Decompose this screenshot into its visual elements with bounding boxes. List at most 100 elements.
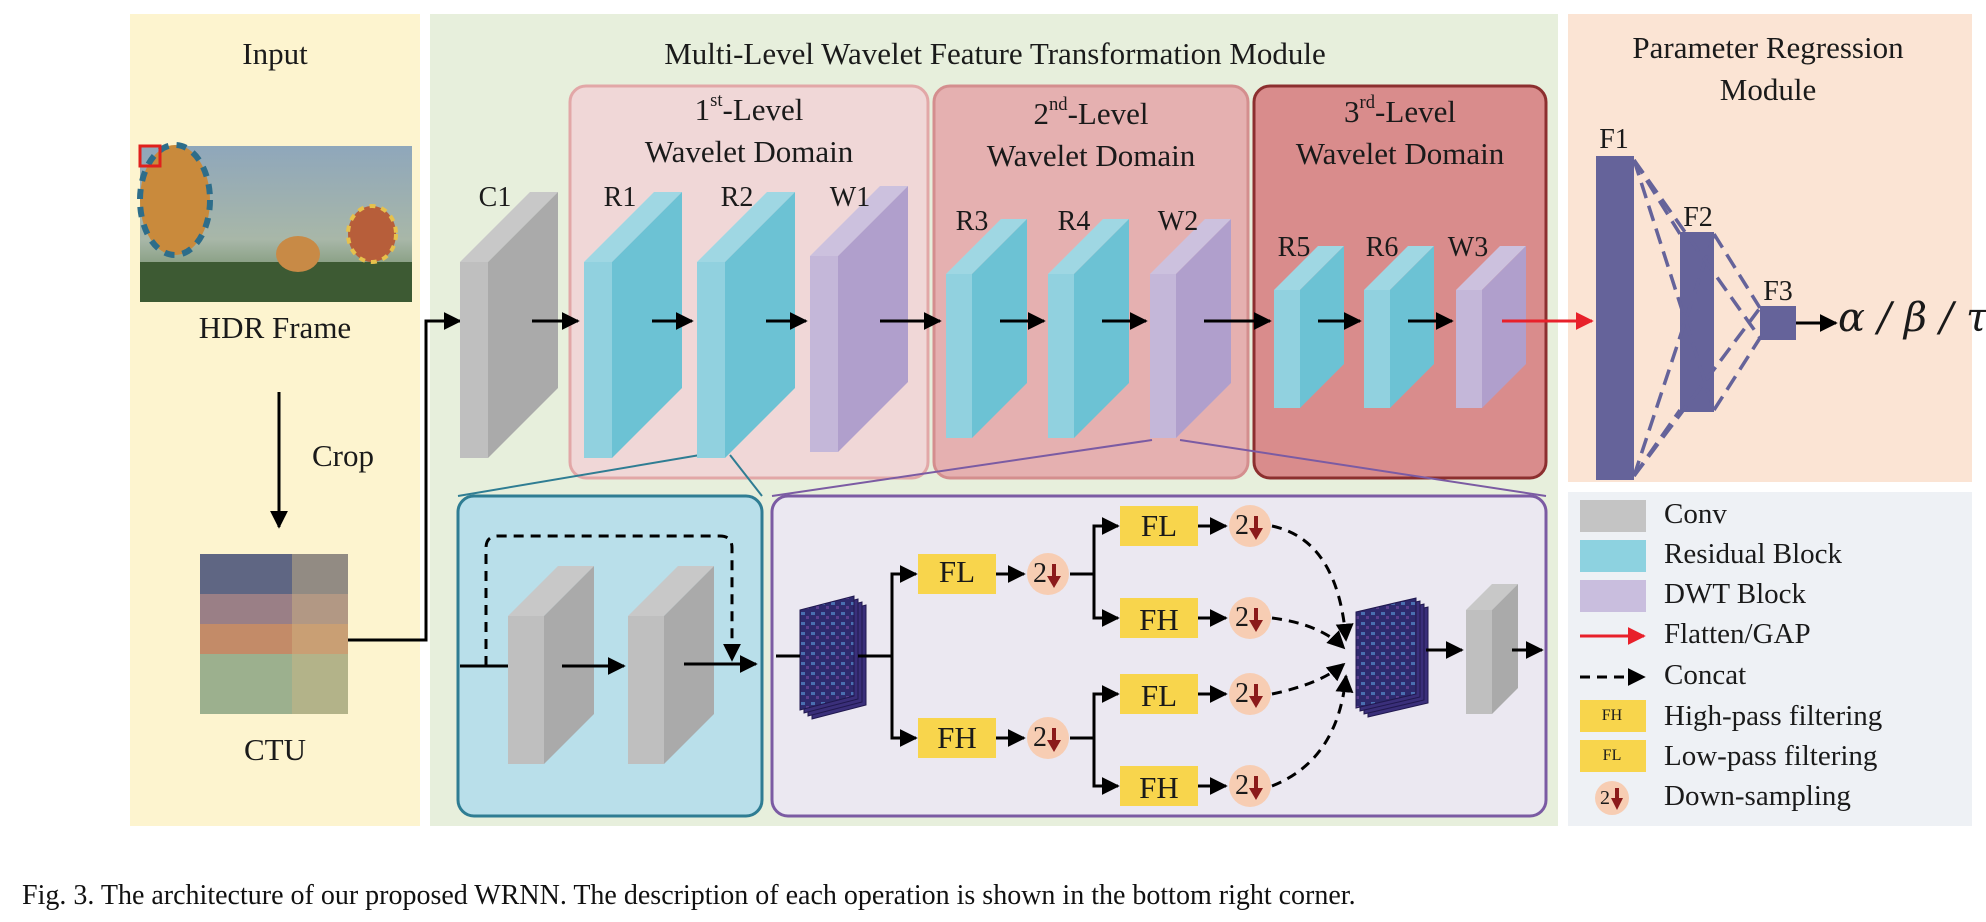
module-title: Multi-Level Wavelet Feature Transformati…: [664, 36, 1326, 71]
downsample-label: 2: [1235, 602, 1249, 633]
legend-chip-fl: FL: [1602, 747, 1622, 764]
fc-label-f3: F3: [1763, 276, 1793, 307]
residual-block-r2: [697, 192, 795, 458]
level3-title: 3rd-Level: [1344, 92, 1456, 129]
fc-layers: [1596, 156, 1796, 480]
legend-chip-fh: FH: [1601, 707, 1623, 724]
block-label-r3: R3: [955, 206, 989, 237]
conv-layer: [1466, 584, 1518, 714]
filter-fh-label: FH: [1139, 602, 1179, 637]
residual-block-r5: [1274, 246, 1344, 408]
filter-fl-label: FL: [938, 554, 976, 589]
hdr-frame-label: HDR Frame: [198, 310, 352, 345]
ctu-label: CTU: [244, 732, 306, 767]
concat-arrow: [1271, 674, 1354, 788]
block-label-c1: C1: [478, 182, 512, 213]
dwt-block-w2: [1150, 219, 1231, 438]
downsampling-icon: [1229, 597, 1271, 639]
legend-concat: Concat: [1664, 659, 1747, 691]
conv-block-c1: [460, 192, 558, 458]
block-label-r1: R1: [603, 182, 637, 213]
fc-label-f1: F1: [1599, 124, 1629, 155]
concat-arrow: [1271, 616, 1346, 650]
zoom-line: [729, 454, 763, 497]
downsample-label: 2: [1033, 558, 1047, 589]
filter-chip: [918, 718, 996, 758]
zoom-line: [771, 439, 1153, 497]
block-label-r6: R6: [1365, 232, 1399, 263]
flow-line: [1070, 685, 1120, 740]
filter-chip: [1120, 766, 1198, 806]
filter-chip: [1120, 598, 1198, 638]
block-label-r4: R4: [1057, 206, 1091, 237]
residual-detail-box: [456, 494, 764, 818]
feature-map: [799, 595, 867, 720]
downsampling-icon: [1229, 673, 1271, 715]
legend-highpass: High-pass filtering: [1664, 700, 1883, 732]
downsample-label: 2: [1235, 678, 1249, 709]
level3-subtitle: Wavelet Domain: [1295, 136, 1505, 171]
output-params: α / β / τ: [1838, 295, 1986, 341]
residual-block-r1: [584, 192, 682, 458]
input-panel-title: Input: [242, 36, 308, 71]
flow-line: [890, 656, 918, 747]
legend-residual: Residual Block: [1664, 538, 1843, 570]
pr-title-line2: Module: [1719, 72, 1817, 107]
figure-caption: Fig. 3. The architecture of our proposed…: [22, 880, 1356, 911]
legend-flatten: Flatten/GAP: [1664, 618, 1811, 650]
filter-fh-label: FH: [1139, 770, 1179, 805]
legend-downsampling: Down-sampling: [1664, 780, 1851, 812]
filter-chip: [1120, 506, 1198, 546]
level2-title: 2nd-Level: [1033, 94, 1149, 131]
fc1-block: [1596, 156, 1634, 480]
downsample-label: 2: [1235, 510, 1249, 541]
flow-line: [1070, 517, 1120, 576]
legend-chip-down: 2: [1600, 787, 1610, 809]
ctu-to-c1-arrow: [348, 312, 462, 642]
residual-block-r6: [1364, 246, 1434, 408]
pr-title-line1: Parameter Regression: [1632, 30, 1904, 65]
legend-dwt-swatch: [1580, 580, 1646, 612]
downsampling-icon: [1027, 717, 1069, 759]
block-label-w3: W3: [1447, 232, 1489, 263]
block-label-w2: W2: [1157, 206, 1199, 237]
filter-chip: [1120, 674, 1198, 714]
level1-subtitle: Wavelet Domain: [644, 134, 854, 169]
residual-block-r3: [946, 219, 1027, 438]
zoom-line: [457, 454, 701, 497]
block-label-r5: R5: [1277, 232, 1311, 263]
filter-fl-label: FL: [1140, 508, 1178, 543]
downsampling-icon: [1229, 765, 1271, 807]
flow-line: [858, 565, 918, 658]
hdr-frame-image: [137, 142, 412, 302]
filter-chip: [918, 554, 996, 594]
fc3-block: [1760, 306, 1796, 340]
legend-conv: Conv: [1664, 498, 1727, 530]
filter-fl-label: FL: [1140, 678, 1178, 713]
flow-line: [1092, 738, 1120, 795]
block-label-w1: W1: [829, 182, 871, 213]
legend-lowpass: Low-pass filtering: [1664, 740, 1878, 772]
legend-dwt: DWT Block: [1664, 578, 1807, 610]
level1-title: 1st-Level: [694, 90, 804, 127]
legend-downsampling-icon: [1595, 781, 1629, 815]
downsampling-icon: [1027, 553, 1069, 595]
downsample-label: 2: [1235, 770, 1249, 801]
downsample-label: 2: [1033, 722, 1047, 753]
concat-arrow: [1271, 524, 1354, 642]
zoom-line: [1179, 439, 1547, 497]
skip-connection: [484, 534, 741, 666]
legend-fh-chip: [1580, 700, 1646, 732]
filter-fh-label: FH: [937, 720, 977, 755]
downsampling-icon: [1229, 505, 1271, 547]
legend-fl-chip: [1580, 740, 1646, 772]
feature-map: [1355, 597, 1429, 718]
block-label-r2: R2: [720, 182, 754, 213]
flow-line: [1092, 574, 1120, 627]
crop-label: Crop: [312, 438, 374, 473]
level2-subtitle: Wavelet Domain: [986, 138, 1196, 173]
concat-arrow: [1271, 662, 1346, 696]
fc-label-f2: F2: [1683, 202, 1713, 233]
ctu-image: [200, 554, 348, 714]
legend-residual-swatch: [1580, 540, 1646, 572]
